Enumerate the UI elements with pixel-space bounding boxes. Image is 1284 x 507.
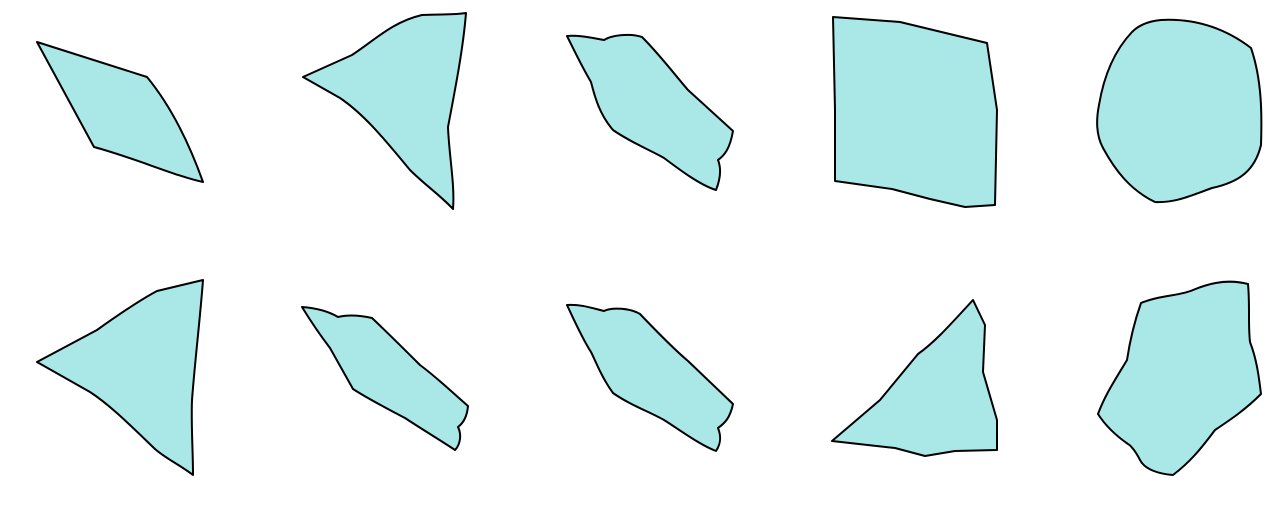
- shape-r2c1: [36, 279, 204, 476]
- shape-r1c3: [566, 33, 734, 191]
- shape-r1c5: [1096, 18, 1263, 204]
- shape-r2c3: [566, 303, 734, 452]
- shape-r1c4: [832, 16, 998, 208]
- shape-r2c4: [831, 299, 998, 457]
- shape-r2c5: [1097, 280, 1262, 476]
- shape-r1c1: [36, 41, 204, 183]
- shape-r2c2: [301, 306, 469, 451]
- shape-r1c2: [302, 12, 467, 210]
